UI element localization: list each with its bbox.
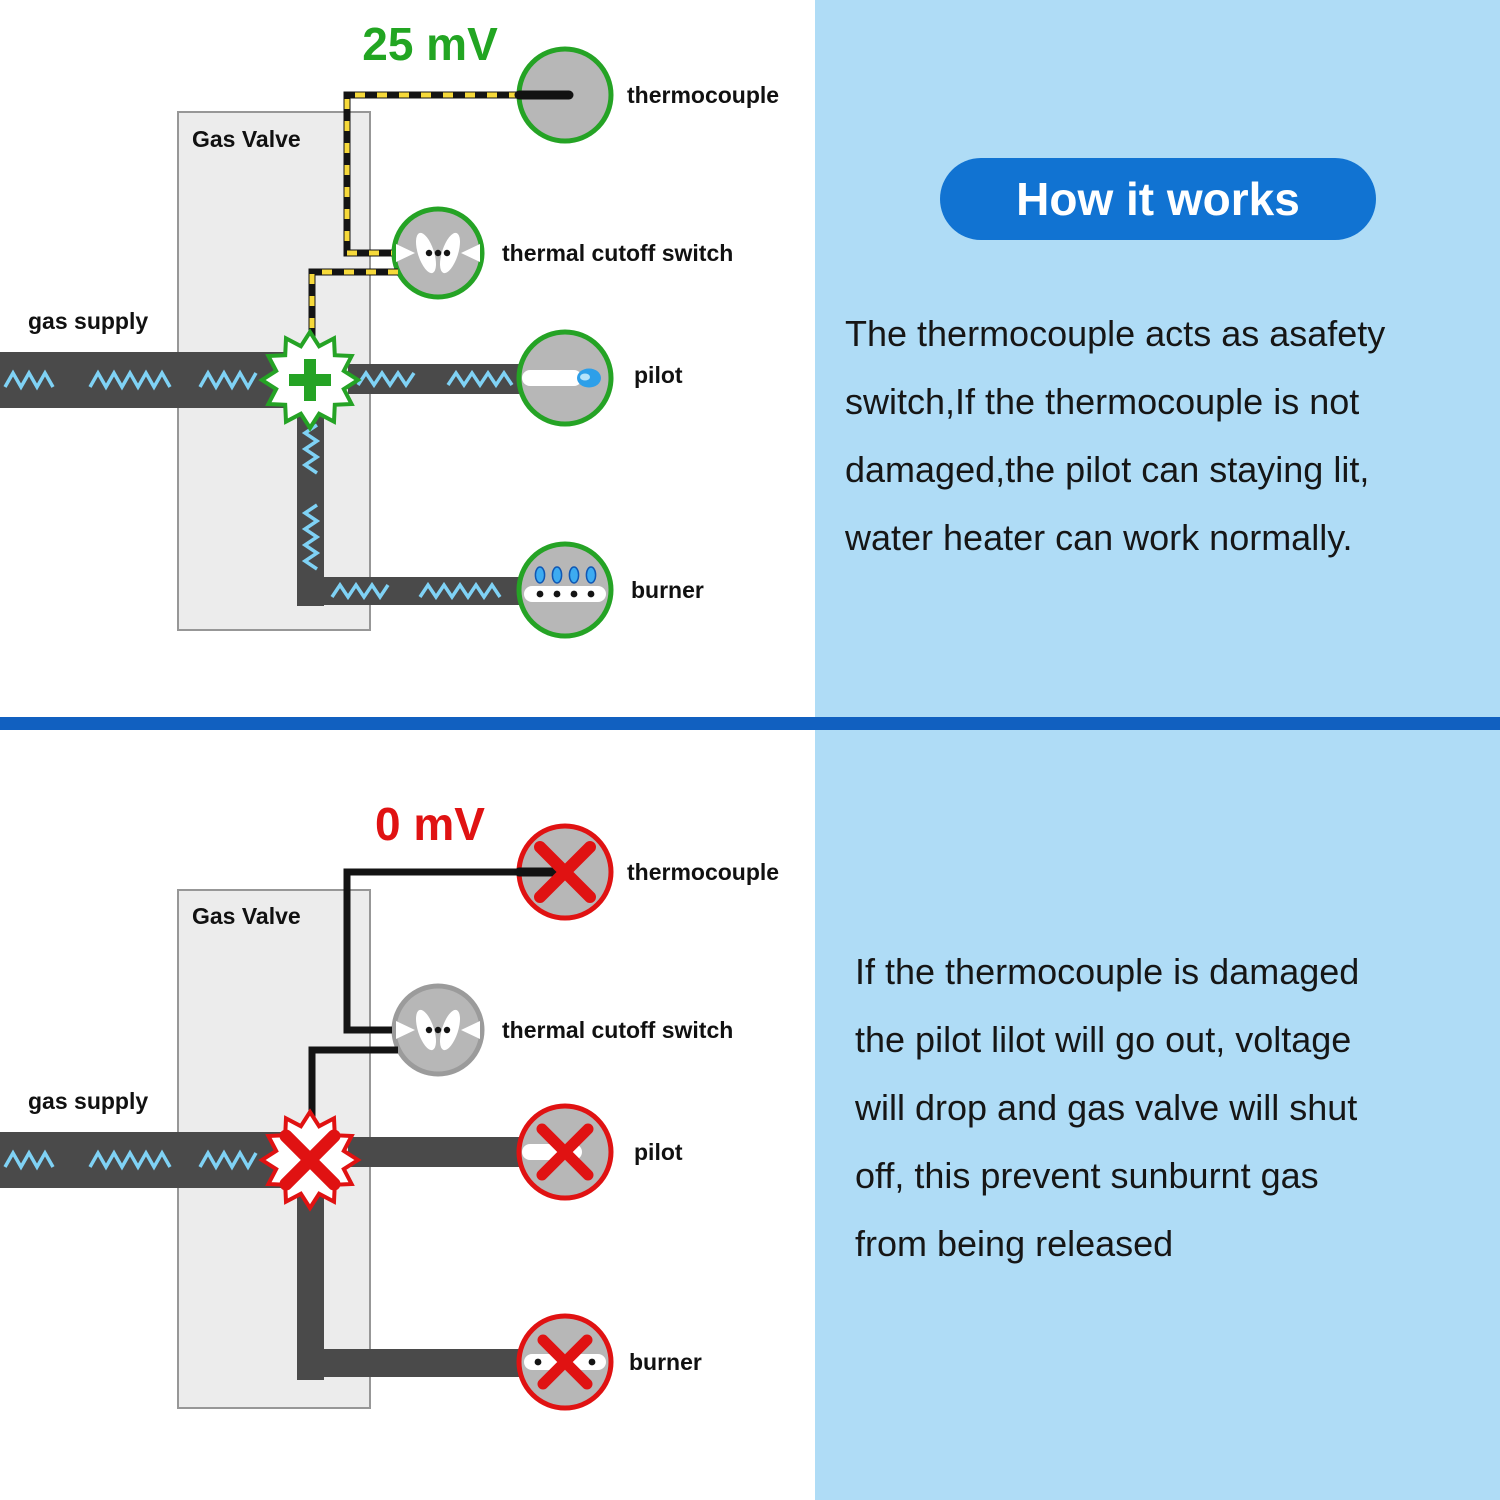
gas-valve-label: Gas Valve xyxy=(192,903,301,929)
thermocouple-label: thermocouple xyxy=(627,859,780,885)
pilot-node xyxy=(516,329,614,427)
thermal-cutoff-switch-icon xyxy=(394,986,482,1074)
gas-supply-pipe xyxy=(0,1132,290,1188)
thermocouple-label: thermocouple xyxy=(627,82,780,108)
thermocouple-wire xyxy=(308,90,574,345)
right-panel-background xyxy=(815,0,1500,1500)
thermal-cutoff-switch-icon xyxy=(394,209,482,297)
burner-node xyxy=(516,541,614,639)
pilot-pipe xyxy=(348,364,522,394)
pilot-pipe xyxy=(348,1137,522,1167)
plus-icon xyxy=(289,359,331,401)
burner-pipe xyxy=(297,1190,525,1380)
bottom-diagram xyxy=(0,823,614,1411)
burner-label: burner xyxy=(631,577,704,603)
thermocouple-wire xyxy=(308,867,565,1118)
gas-supply-label: gas supply xyxy=(28,1088,149,1114)
burner-out-x-icon xyxy=(537,1334,593,1390)
burner-bar xyxy=(524,586,606,602)
section-divider xyxy=(0,717,1500,730)
burner-flames-icon xyxy=(534,566,597,584)
x-icon xyxy=(279,1129,341,1191)
top-diagram xyxy=(0,46,614,639)
thermal-cutoff-switch-label: thermal cutoff switch xyxy=(502,1017,734,1043)
top-description: The thermocouple acts as asafety switch,… xyxy=(845,313,1386,558)
burner-pipe xyxy=(297,408,525,606)
diagram-canvas xyxy=(0,46,614,1411)
thermal-cutoff-switch-label: thermal cutoff switch xyxy=(502,240,734,266)
pilot-tube xyxy=(522,370,582,386)
bottom-description: If the thermocouple is damaged the pilot… xyxy=(855,951,1360,1264)
pilot-label: pilot xyxy=(634,362,683,388)
thermocouple-failed-x-icon xyxy=(534,841,596,903)
how-it-works-title: How it works xyxy=(940,158,1376,240)
gas-valve-label: Gas Valve xyxy=(192,126,301,152)
gas-supply-pipe xyxy=(0,352,290,408)
voltage-reading-fail: 0 mV xyxy=(375,798,485,850)
pilot-label: pilot xyxy=(634,1139,683,1165)
burner-label: burner xyxy=(629,1349,702,1375)
voltage-reading-ok: 25 mV xyxy=(362,18,498,70)
gas-supply-label: gas supply xyxy=(28,308,149,334)
pilot-out-x-icon xyxy=(536,1123,594,1181)
gas-valve-open-symbol xyxy=(260,330,360,430)
gas-valve-closed-symbol xyxy=(260,1110,360,1210)
